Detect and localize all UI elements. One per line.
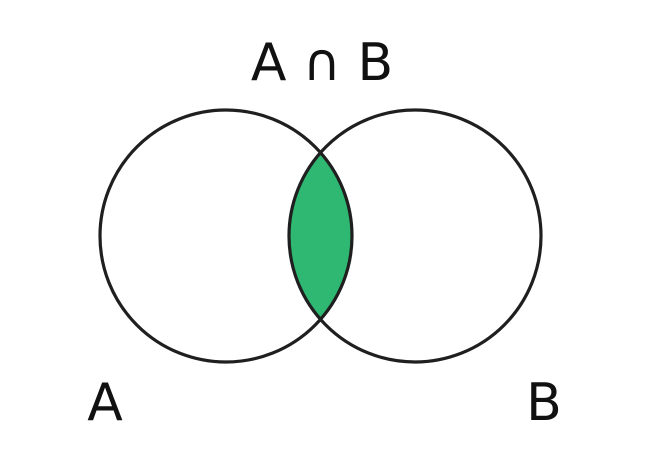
- set-a-label: A: [87, 373, 123, 433]
- set-b-circle: [287, 108, 543, 364]
- diagram-title: A ∩ B: [251, 33, 393, 93]
- set-b-label: B: [526, 373, 562, 433]
- set-a-circle: [98, 108, 354, 364]
